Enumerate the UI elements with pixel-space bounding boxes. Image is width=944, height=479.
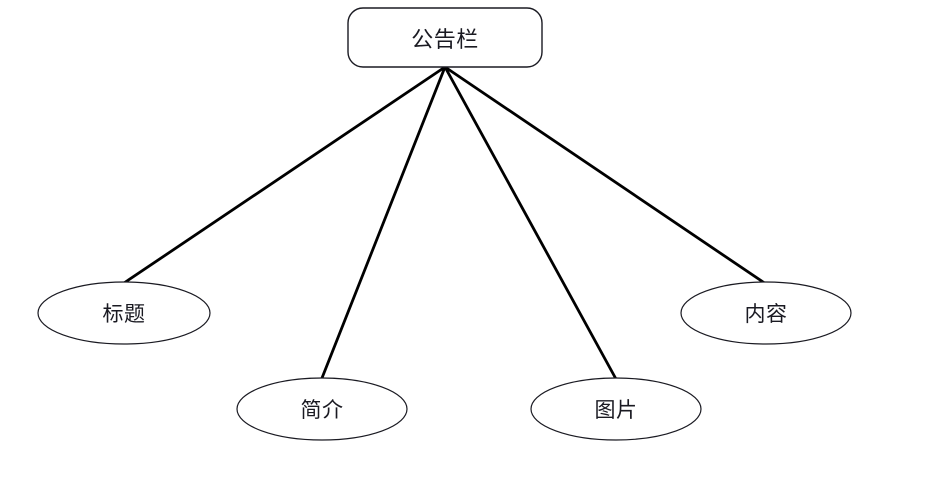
leaf-node-shape-2[interactable] <box>530 377 702 441</box>
edge-group <box>122 65 768 381</box>
node-shape-group <box>37 7 852 441</box>
leaf-node-shape-3[interactable] <box>680 281 852 345</box>
leaf-node-shape-1[interactable] <box>236 377 408 441</box>
edge-root-to-leaf-3 <box>443 65 768 286</box>
edge-root-to-leaf-0 <box>122 65 447 285</box>
root-node-shape[interactable] <box>347 7 543 68</box>
edge-root-to-leaf-1 <box>320 65 447 380</box>
leaf-node-shape-0[interactable] <box>37 281 211 345</box>
edge-root-to-leaf-2 <box>443 65 618 381</box>
